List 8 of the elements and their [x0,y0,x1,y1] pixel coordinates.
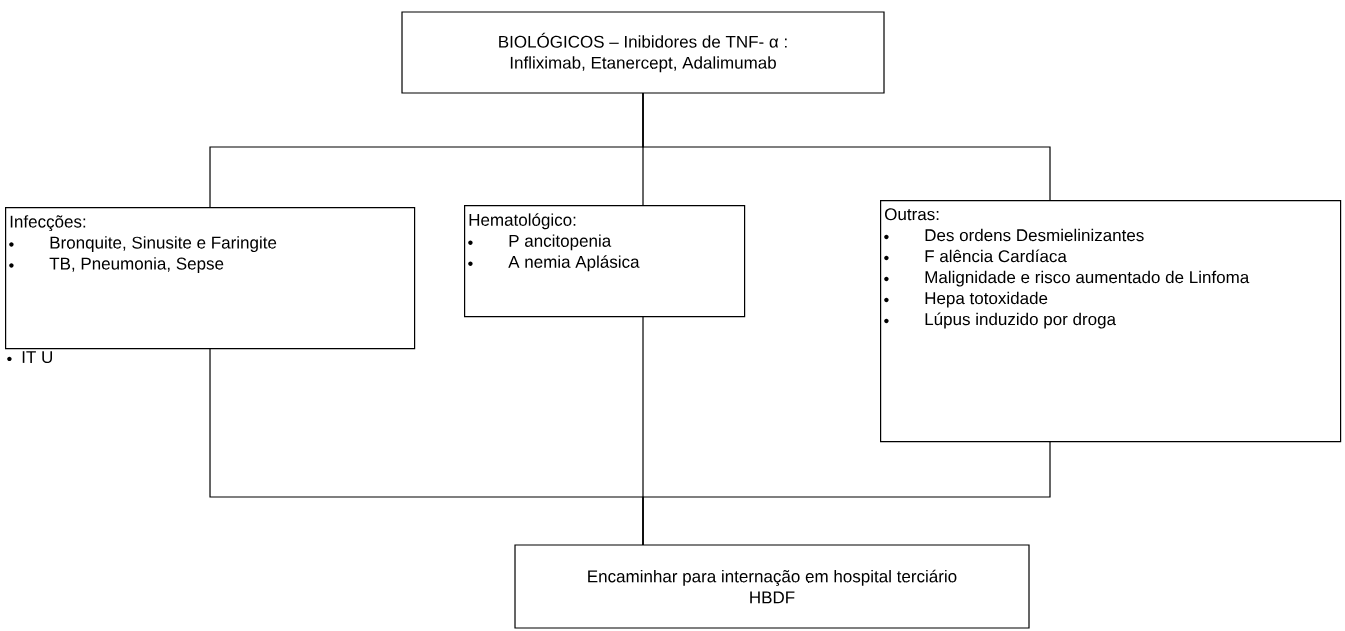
process-box: Encaminhar para internação em hospital terciário HBDF [514,544,1030,629]
connector-line [209,347,644,546]
process-box: Infecções: Bronquite, Sinusite e Faringite TB, Pneumonia, Sepse [5,207,416,350]
process-box: BIOLÓGICOS – Inibidores de TNF- α : Infliximab, Etanercept, Adalimumab [401,11,885,94]
process-box: Hematológico: P ancitopenia A nemia Aplásica [464,205,746,318]
list-item: IT U [7,351,52,364]
process-box: Outras: Des ordens Desmielinizantes F alência Cardíaca Malignidade e risco aumentado de Linfoma Hepa totoxidade Lúpus induzido por droga [880,200,1342,443]
connector-line [209,92,644,208]
